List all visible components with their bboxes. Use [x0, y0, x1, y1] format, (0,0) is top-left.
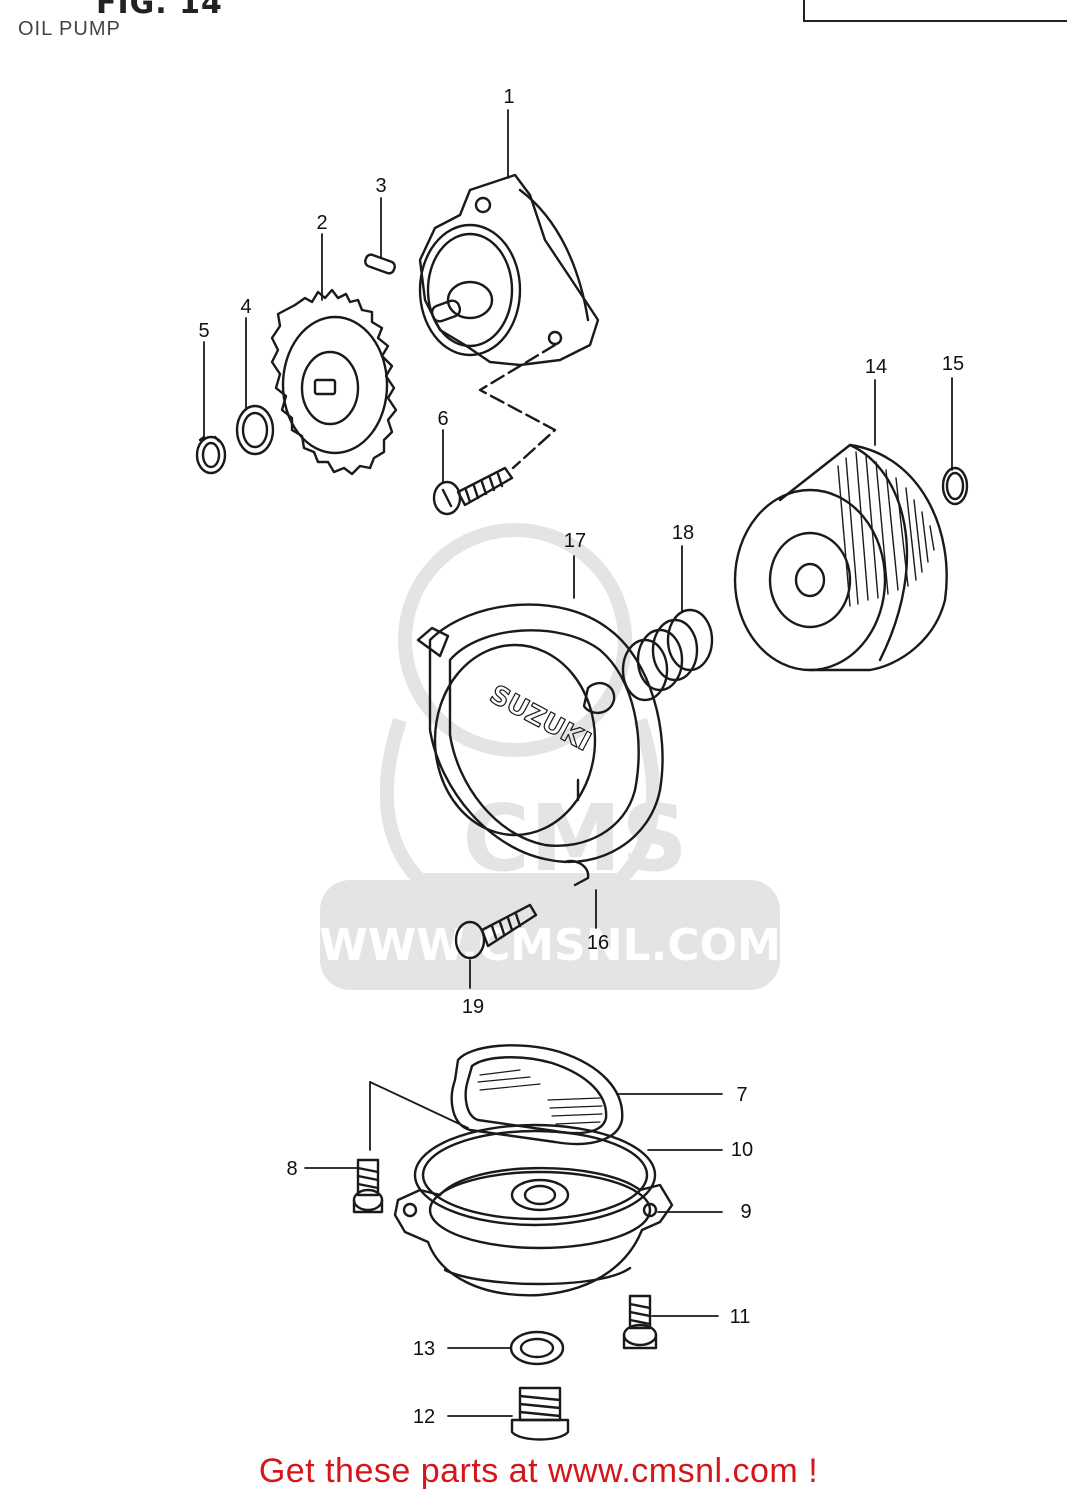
promo-link[interactable]: Get these parts at www.cmsnl.com !	[258, 1452, 819, 1490]
callout-13: 13	[412, 1338, 436, 1360]
callout-8: 8	[286, 1158, 298, 1180]
callout-10: 10	[730, 1139, 754, 1161]
watermark-banner	[320, 880, 780, 990]
callout-15: 15	[941, 353, 965, 375]
part-4-washer	[235, 404, 275, 456]
part-6-screw	[432, 466, 514, 516]
part-2-gear	[270, 288, 398, 476]
gasket-hatch	[477, 1069, 603, 1125]
leader-7b	[369, 1081, 469, 1129]
part-12-plug	[510, 1386, 570, 1441]
callout-9: 9	[740, 1201, 752, 1223]
callout-7: 7	[736, 1084, 748, 1106]
leader-lines	[203, 109, 953, 1417]
part-1-pump-body	[418, 173, 600, 367]
callout-16: 16	[586, 932, 610, 954]
part-14-oil-filter	[733, 443, 948, 672]
callout-14: 14	[864, 356, 888, 378]
part-5-circlip	[195, 435, 227, 475]
callout-2: 2	[316, 212, 328, 234]
watermark-mascot-head	[398, 523, 632, 757]
callout-19: 19	[461, 996, 485, 1018]
watermark: CMS WWW.CMSNL.COM	[319, 523, 781, 990]
callout-3: 3	[375, 175, 387, 197]
part-18-spring	[621, 608, 714, 702]
corner-frame-rule	[803, 0, 1067, 22]
page-title: OIL PUMP	[18, 18, 121, 40]
part-3-pin	[364, 253, 396, 275]
part-10-o-ring	[413, 1123, 657, 1227]
part-13-washer	[509, 1330, 565, 1366]
filter-pleats	[837, 451, 935, 607]
callout-17: 17	[563, 530, 587, 552]
part-7-gasket	[450, 1044, 624, 1146]
figure-label: FIG. 14	[96, 0, 223, 21]
part-9-oil-pan	[393, 1166, 674, 1297]
part-11-bolt	[622, 1294, 658, 1350]
callout-6: 6	[437, 408, 449, 430]
callout-4: 4	[240, 296, 252, 318]
callout-12: 12	[412, 1406, 436, 1428]
callout-1: 1	[503, 86, 515, 108]
callout-18: 18	[671, 522, 695, 544]
part-8-bolt	[352, 1158, 384, 1214]
callout-11: 11	[729, 1306, 751, 1328]
part-17-filter-cover	[416, 603, 664, 887]
part-19-bolt	[454, 903, 538, 960]
watermark-url-text: WWW.CMSNL.COM	[319, 920, 781, 971]
callout-5: 5	[198, 320, 210, 342]
part-6-guide-line	[478, 343, 557, 470]
part-15-o-ring	[941, 466, 969, 506]
